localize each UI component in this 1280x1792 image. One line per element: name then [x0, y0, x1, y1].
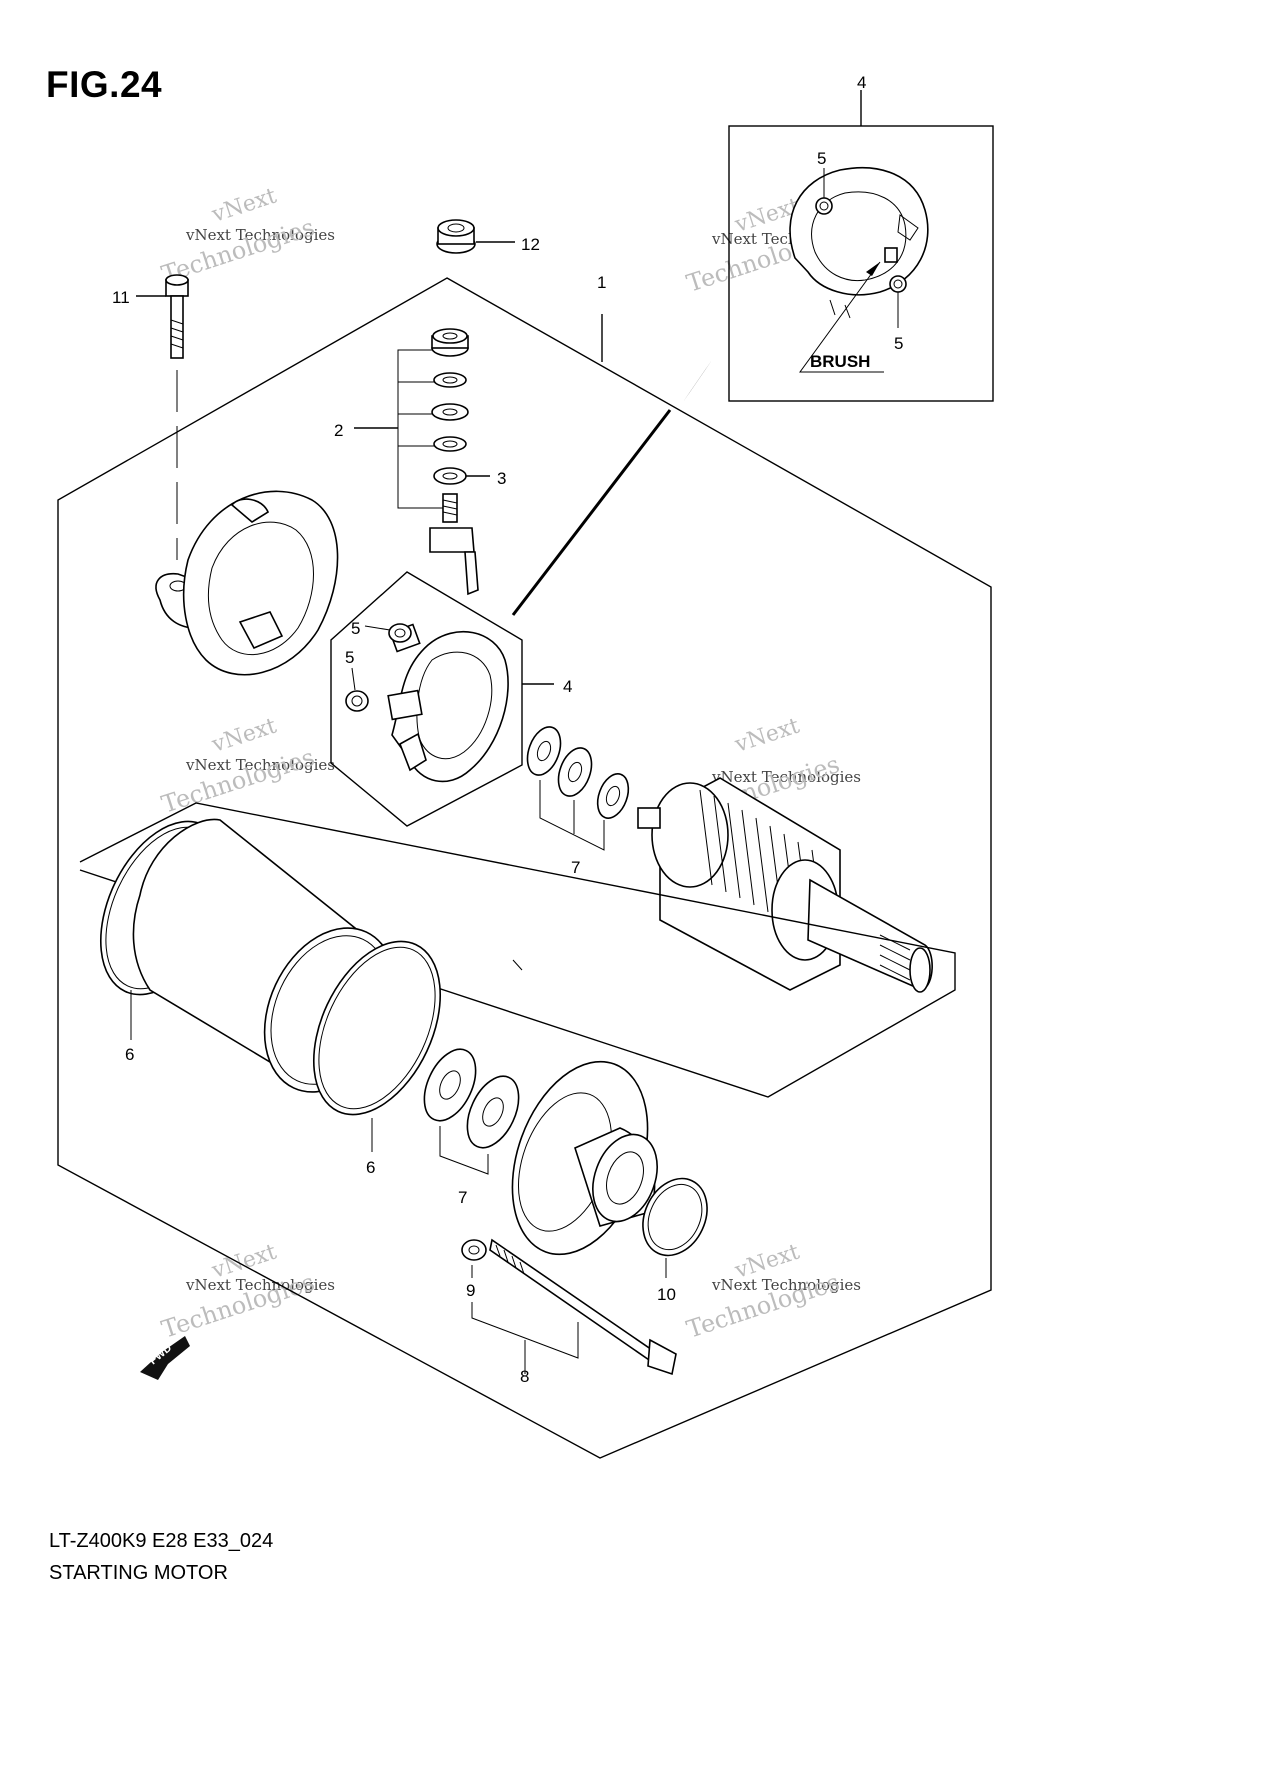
brush-leader: [799, 261, 884, 373]
watermark-top-left: vNext vNext Technologies Technologies: [158, 184, 335, 289]
watermark-bottom-right: vNext vNext Technologies Technologies: [683, 1240, 861, 1344]
brush-arrowhead: [866, 262, 880, 276]
brush-plate-part: [345, 623, 509, 783]
terminal-nut-stack: [429, 328, 479, 596]
callout-5-main-a: 5: [351, 619, 360, 638]
brush-holder-inset-drawing: [789, 166, 929, 319]
part-12-nut: [436, 219, 476, 254]
svg-text:vNext Technologies: vNext Technologies: [185, 1276, 335, 1294]
watermark-mid-left: vNext vNext Technologies Technologies: [158, 714, 335, 819]
o-ring-6-bottom: [312, 940, 442, 1116]
leader-7-lower: [439, 1126, 489, 1175]
callout-10: 10: [657, 1285, 676, 1304]
callout-5-inset-top: 5: [817, 149, 826, 168]
model-code: LT-Z400K9 E28 E33_024: [49, 1530, 274, 1552]
svg-text:vNext Technologies: vNext Technologies: [185, 226, 335, 244]
inset-pointer-bar: [683, 360, 712, 402]
leader-8: [471, 1302, 579, 1359]
brush-plate-hex-outline: [330, 571, 523, 827]
brush-label: BRUSH: [810, 352, 870, 371]
fwd-arrow-icon: FWD: [140, 1336, 190, 1380]
rear-end-cover: [155, 490, 339, 676]
callout-8: 8: [520, 1367, 529, 1386]
svg-text:vNext: vNext: [208, 184, 280, 229]
svg-text:vNext Technologies: vNext Technologies: [185, 756, 335, 774]
callout-1: 1: [597, 273, 606, 292]
callout-6-left: 6: [125, 1045, 134, 1064]
leader-2-bracket: [397, 349, 443, 509]
yoke-inner-outline: [79, 802, 956, 1098]
callout-5-inset-bottom: 5: [894, 334, 903, 353]
inset-pointer-line: [511, 409, 672, 616]
callout-6-bottom: 6: [366, 1158, 375, 1177]
callout-9: 9: [466, 1281, 475, 1300]
figure-label: FIG.24: [46, 64, 163, 105]
callout-12: 12: [521, 235, 540, 254]
assembly-outline-1: [57, 277, 992, 1459]
armature-part: [637, 777, 933, 993]
leader-5-main-a: [364, 625, 391, 631]
washers-7-lower: [423, 1048, 520, 1149]
long-bolt-8: [489, 1238, 677, 1376]
callout-3: 3: [497, 469, 506, 488]
svg-text:vNext: vNext: [208, 714, 280, 759]
svg-text:Technologies: Technologies: [158, 743, 318, 819]
svg-text:vNext Technologies: vNext Technologies: [711, 768, 861, 786]
callout-4-inset: 4: [857, 73, 866, 92]
leader-7-upper: [539, 780, 605, 851]
o-ring-10: [642, 1177, 708, 1257]
callout-11: 11: [112, 288, 130, 307]
callout-5-main-b: 5: [345, 648, 354, 667]
watermark-bottom-left: vNext vNext Technologies Technologies: [158, 1240, 335, 1344]
callout-2: 2: [334, 421, 343, 440]
leader-5-main-b: [351, 667, 356, 691]
callout-7-lower: 7: [458, 1188, 467, 1207]
armature-gap-tick: [512, 959, 523, 971]
front-end-cover: [511, 1060, 658, 1256]
part-11-bolt: [165, 274, 189, 359]
washer-9: [461, 1239, 487, 1261]
svg-text:vNext: vNext: [731, 714, 803, 759]
svg-text:vNext Technologies: vNext Technologies: [711, 1276, 861, 1294]
callout-7-upper: 7: [571, 858, 580, 877]
callout-4-main: 4: [563, 677, 572, 696]
washers-7-upper: [526, 726, 630, 819]
diagram-title: STARTING MOTOR: [49, 1562, 228, 1584]
